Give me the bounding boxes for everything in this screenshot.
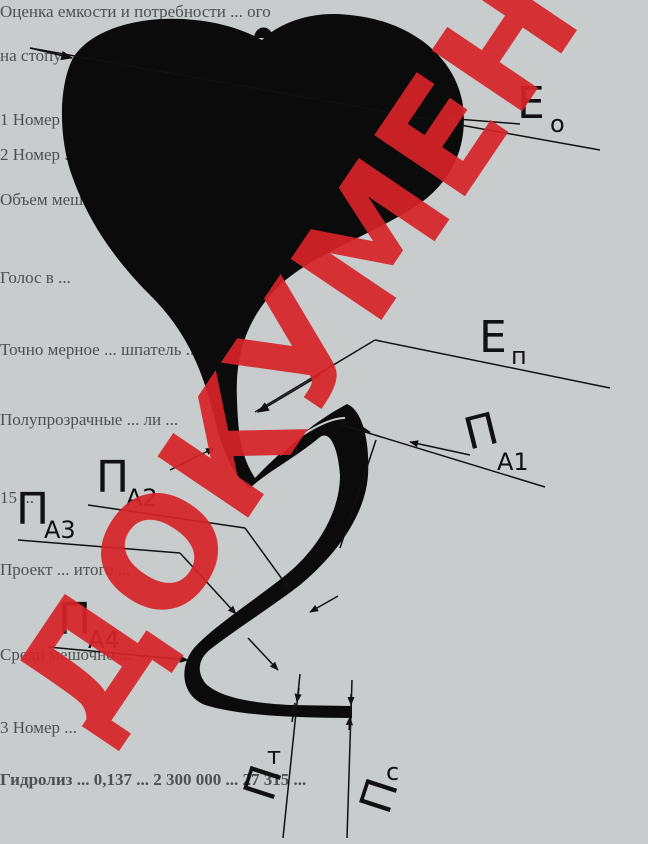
- label-pa1-sub: A1: [497, 450, 529, 474]
- pc-arrow-up: [349, 717, 350, 730]
- bulb-nub: [254, 28, 273, 39]
- pa2-right: [310, 596, 338, 612]
- label-ep-sub: п: [511, 344, 527, 368]
- pt-arrow-down: [297, 688, 299, 702]
- pa4-line-b: [248, 638, 278, 670]
- label-ep: E: [479, 316, 507, 360]
- label-pc-sub: с: [386, 760, 399, 784]
- label-pt-sub: т: [267, 744, 281, 768]
- eo-arrow-left: [30, 48, 72, 58]
